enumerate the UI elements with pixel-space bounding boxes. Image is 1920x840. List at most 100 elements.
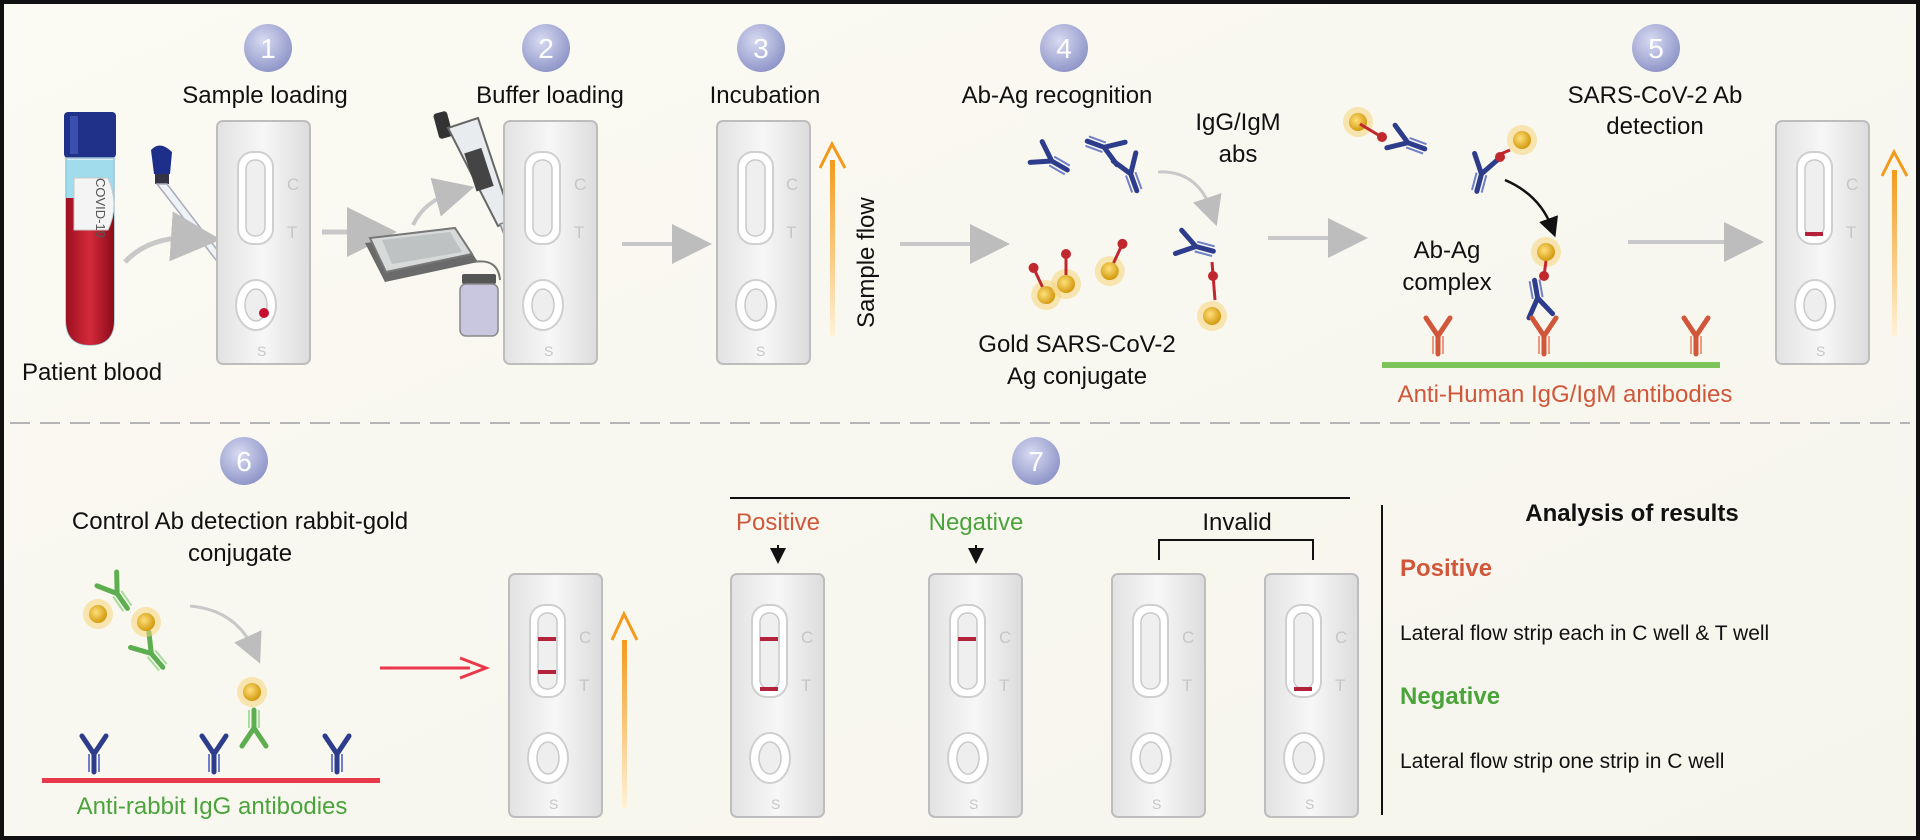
- cassette-t-label: T: [1846, 223, 1856, 242]
- test-cassette-6: C T S: [508, 573, 603, 818]
- blood-tube-icon: COVID-19: [64, 112, 116, 346]
- cassette-s-label: S: [969, 796, 978, 812]
- captured-complex: [1523, 237, 1561, 318]
- test-cassette-5: C T S: [1775, 120, 1870, 365]
- free-complex-top-right: [1465, 125, 1537, 194]
- cassette-s-label: S: [544, 343, 553, 359]
- step-1: 1 Sample loading: [182, 24, 348, 109]
- step-number: 6: [236, 446, 252, 477]
- ab-ag-complex-label-2: complex: [1402, 269, 1491, 296]
- invalid-label: Invalid: [1202, 509, 1271, 536]
- control-line-membrane: [42, 778, 380, 783]
- buffer-bottle-icon: [459, 260, 501, 337]
- arrow-rabbit-binding: [189, 604, 262, 664]
- arrow-complex-binding: [1504, 178, 1558, 238]
- analysis-title: Analysis of results: [1525, 500, 1738, 527]
- step-number: 2: [538, 33, 554, 64]
- step-label-2: detection: [1606, 113, 1703, 140]
- cassette-s-label: S: [1152, 796, 1161, 812]
- igg-igm-abs-label-2: abs: [1219, 141, 1258, 168]
- test-cassette-1: C T S: [216, 120, 311, 365]
- cassette-s-label: S: [756, 343, 765, 359]
- result-cassette-positive: C T S: [730, 573, 825, 818]
- step-label-2: conjugate: [188, 540, 292, 567]
- step-3: 3 Incubation: [710, 24, 821, 109]
- step-number: 1: [260, 33, 276, 64]
- step-badge: [1012, 437, 1060, 485]
- step-label: Buffer loading: [476, 82, 624, 109]
- ab-ag-complex-label: Ab-Ag: [1414, 237, 1481, 264]
- cassette-c-label: C: [1846, 175, 1858, 194]
- result-cassette-invalid-2: C T S: [1264, 573, 1359, 818]
- arrow-abs-binding: [1157, 170, 1222, 227]
- sample-flow-arrow: [818, 140, 847, 336]
- analysis-negative-heading: Negative: [1400, 683, 1500, 710]
- cassette-t-label: T: [786, 223, 796, 242]
- step-6: 6 Control Ab detection rabbit-gold conju…: [72, 437, 408, 567]
- step-badge: [220, 437, 268, 485]
- cassette-s-label: S: [549, 796, 558, 812]
- arrow-tray-to-pipette: [411, 177, 475, 226]
- cassette-c-label: C: [1182, 628, 1194, 647]
- cassette-c-label: C: [579, 628, 591, 647]
- free-complex-top-left: [1343, 107, 1429, 160]
- step-2: 2 Buffer loading: [476, 24, 624, 109]
- cassette-s-label: S: [771, 796, 780, 812]
- arrow-blood-to-cassette: [123, 211, 221, 264]
- cassette-s-label: S: [257, 343, 266, 359]
- gold-conjugate-label-2: Ag conjugate: [1007, 363, 1147, 390]
- test-line-membrane: [1382, 362, 1720, 368]
- sample-flow-arrow-5: [1880, 148, 1909, 336]
- sample-flow-arrow-6: [610, 610, 639, 808]
- step-number: 5: [1648, 33, 1664, 64]
- cassette-t-label: T: [579, 676, 589, 695]
- step-label: Ab-Ag recognition: [962, 82, 1153, 109]
- step-label: Sample loading: [182, 82, 347, 109]
- step-badge: [244, 24, 292, 72]
- step-label: SARS-CoV-2 Ab: [1568, 82, 1743, 109]
- cassette-s-label: S: [1816, 343, 1825, 359]
- cassette-c-label: C: [999, 628, 1011, 647]
- analysis-positive-text: Lateral flow strip each in C well & T we…: [1400, 622, 1769, 645]
- cassette-t-label: T: [1182, 676, 1192, 695]
- analysis-positive-heading: Positive: [1400, 555, 1492, 582]
- step-label: Control Ab detection rabbit-gold: [72, 508, 408, 535]
- step-5: 5 SARS-CoV-2 Ab detection: [1568, 24, 1743, 140]
- sample-flow-label: Sample flow: [853, 197, 880, 328]
- step-badge: [737, 24, 785, 72]
- result-cassette-invalid-1: C T S: [1111, 573, 1206, 818]
- test-cassette-3: C T S: [716, 120, 811, 365]
- arrow-step6-head: [459, 656, 491, 680]
- test-cassette-2: C T S: [503, 120, 598, 365]
- buffer-tray-icon: [365, 226, 478, 282]
- step-badge: [1040, 24, 1088, 72]
- step-7: 7: [1012, 437, 1060, 485]
- gold-conjugate-label: Gold SARS-CoV-2: [978, 331, 1175, 358]
- cassette-c-label: C: [786, 175, 798, 194]
- step-4: 4 Ab-Ag recognition: [962, 24, 1153, 109]
- cassette-c-label: C: [801, 628, 813, 647]
- result-cassette-negative: C T S: [928, 573, 1023, 818]
- step-badge: [1632, 24, 1680, 72]
- anti-rabbit-label: Anti-rabbit IgG antibodies: [77, 793, 348, 820]
- positive-label: Positive: [736, 509, 820, 536]
- cassette-s-label: S: [1305, 796, 1314, 812]
- cassette-t-label: T: [1335, 676, 1345, 695]
- bound-antibody-antigen: [1175, 230, 1227, 331]
- cassette-t-label: T: [999, 676, 1009, 695]
- step-number: 4: [1056, 33, 1072, 64]
- negative-label: Negative: [929, 509, 1024, 536]
- step-label: Incubation: [710, 82, 821, 109]
- step-number: 3: [753, 33, 769, 64]
- igg-igm-abs-label: IgG/IgM: [1195, 109, 1280, 136]
- cassette-c-label: C: [1335, 628, 1347, 647]
- analysis-negative-text: Lateral flow strip one strip in C well: [1400, 750, 1724, 773]
- cassette-c-label: C: [287, 175, 299, 194]
- cassette-t-label: T: [574, 223, 584, 242]
- cassette-t-label: T: [801, 676, 811, 695]
- tube-label: COVID-19: [93, 178, 108, 238]
- invalid-bracket: [1158, 539, 1314, 560]
- patient-blood-label: Patient blood: [22, 359, 162, 386]
